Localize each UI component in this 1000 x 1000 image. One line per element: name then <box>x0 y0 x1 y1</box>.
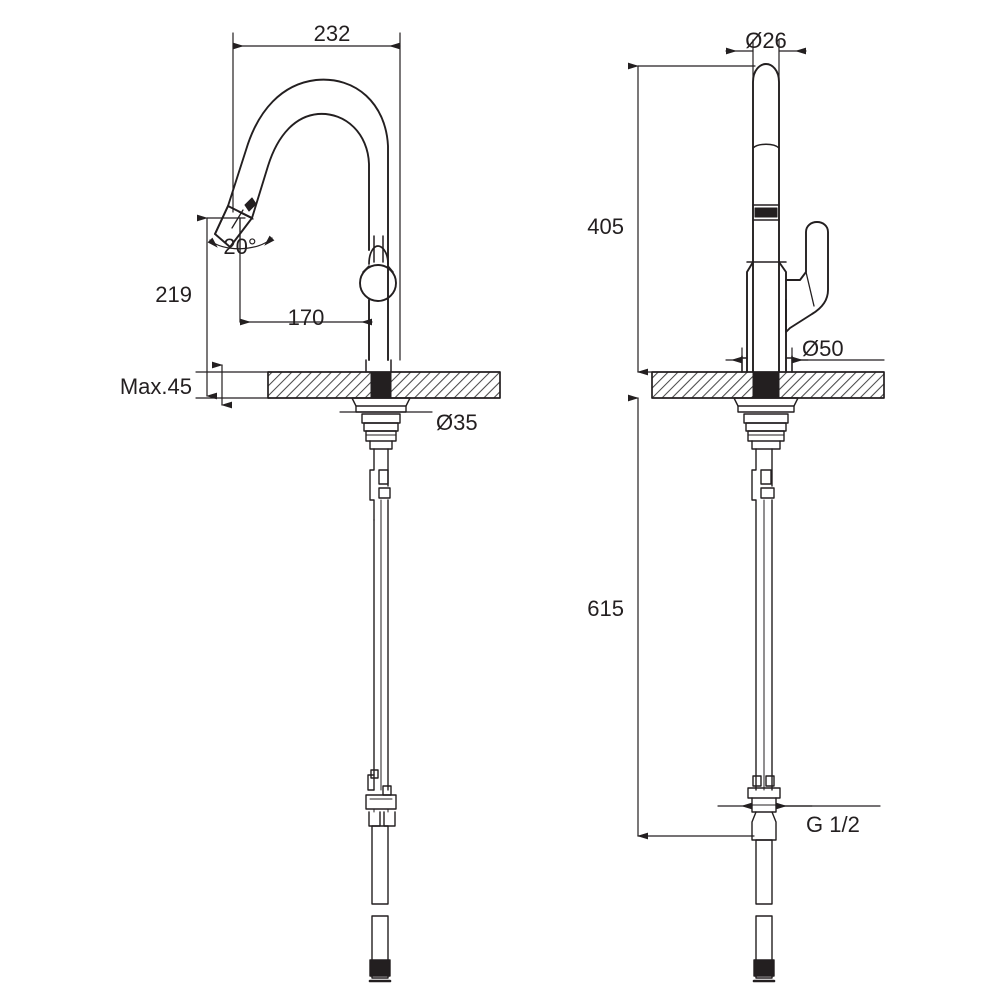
side-view-handle <box>359 235 397 302</box>
dim-615 <box>628 394 755 840</box>
dim-label-615: 615 <box>587 596 624 621</box>
dim-232 <box>232 32 401 361</box>
front-view-countertop <box>651 371 885 399</box>
dim-label-219: 219 <box>155 282 192 307</box>
side-view-countertop <box>267 371 501 399</box>
dim-label-d35: Ø35 <box>436 410 478 435</box>
dim-label-d50: Ø50 <box>802 336 844 361</box>
front-view-supply-connector <box>747 775 781 983</box>
dim-label-max45: Max.45 <box>120 374 192 399</box>
dim-20-degrees <box>207 217 275 253</box>
dim-label-232: 232 <box>314 21 351 46</box>
dim-405 <box>628 62 756 376</box>
side-view-faucet-body <box>214 78 397 373</box>
dim-label-d26: Ø26 <box>745 28 787 53</box>
front-view-mounting-hardware <box>733 397 799 791</box>
front-view-lever-handle <box>785 221 829 333</box>
dim-label-405: 405 <box>587 214 624 239</box>
dim-label-170: 170 <box>288 305 325 330</box>
dim-d26 <box>725 39 807 79</box>
dim-219 <box>197 214 246 400</box>
front-view-faucet-body <box>741 63 793 373</box>
dim-d50 <box>725 347 885 373</box>
dim-max45 <box>195 361 271 409</box>
dim-label-g12: G 1/2 <box>806 812 860 837</box>
side-view-mounting-hardware <box>351 397 411 791</box>
dim-label-20-degrees: 20° <box>223 234 256 259</box>
side-view-hose-weight <box>365 769 397 983</box>
